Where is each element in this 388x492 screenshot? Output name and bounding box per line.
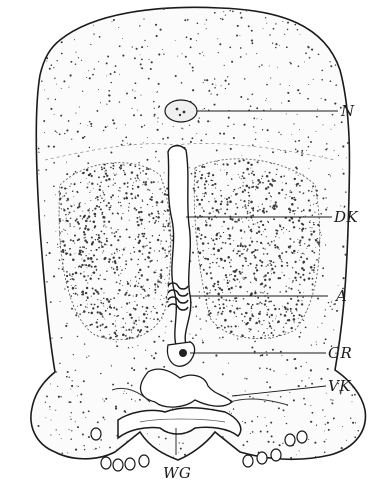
label-dk: DK [333,208,359,226]
label-n: N [340,102,355,120]
label-vk: VK [328,377,351,395]
label-gr: GR [328,344,352,362]
nerve-cord [165,100,197,122]
label-a: A [334,287,347,305]
label-wg: WG [163,464,191,482]
